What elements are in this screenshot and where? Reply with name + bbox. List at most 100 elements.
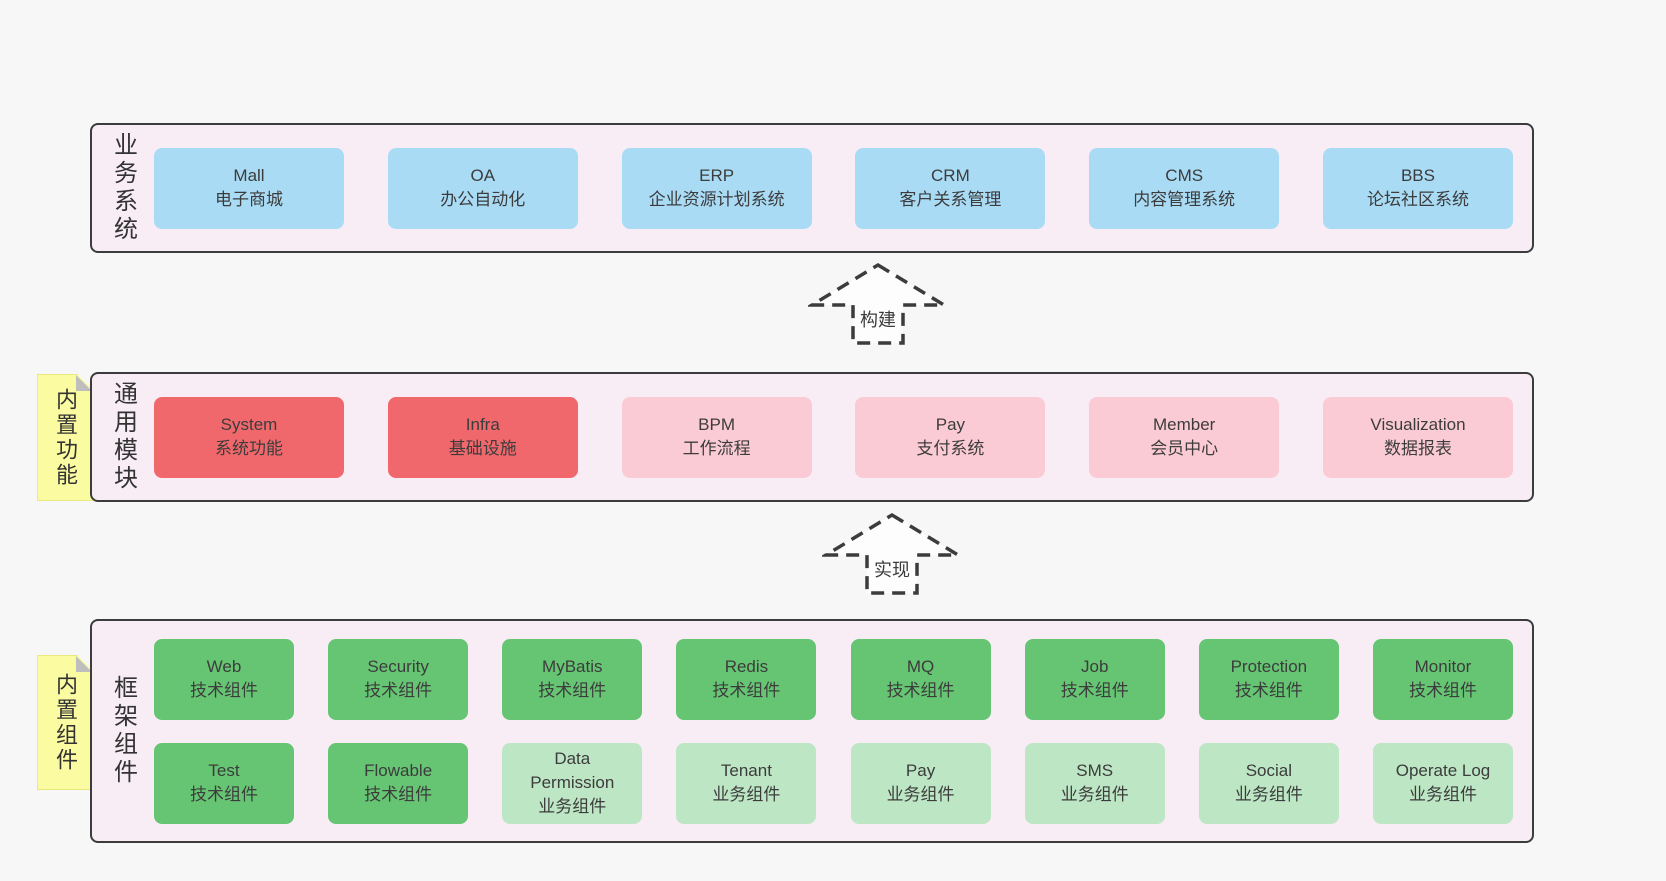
- band-label-framework-components: 框架组件: [109, 675, 137, 787]
- box-subtitle: 技术组件: [190, 681, 258, 700]
- band-label-column: 通用模块: [92, 374, 154, 500]
- band-business-systems: 业务系统 Mall 电子商城 OA 办公自动化 ERP 企业资源计划系统: [37, 123, 1534, 253]
- box-subtitle: 内容管理系统: [1133, 190, 1236, 209]
- box-test: Test 技术组件: [154, 742, 294, 824]
- box-social: Social 业务组件: [1198, 742, 1339, 824]
- box-title: Security: [367, 657, 429, 676]
- box-tenant: Tenant 业务组件: [676, 742, 817, 824]
- box-flowable: Flowable 技术组件: [328, 742, 469, 824]
- box-member: Member 会员中心: [1089, 396, 1280, 478]
- box-bbs: BBS 论坛社区系统: [1322, 147, 1513, 229]
- box-subtitle: 技术组件: [1408, 681, 1477, 700]
- implement-arrow-label: 实现: [874, 560, 910, 580]
- build-arrow-label: 构建: [860, 310, 896, 330]
- box-subtitle: 业务组件: [1234, 785, 1303, 804]
- box-bpm: BPM 工作流程: [621, 396, 812, 478]
- box-subtitle: 支付系统: [916, 439, 985, 458]
- box-title: Redis: [724, 657, 769, 676]
- box-subtitle: 技术组件: [712, 681, 781, 700]
- box-subtitle: 业务组件: [1060, 785, 1129, 804]
- business-systems-container: 业务系统 Mall 电子商城 OA 办公自动化 ERP 企业资源计划系统: [90, 123, 1534, 253]
- box-subtitle: 办公自动化: [440, 190, 526, 209]
- band-label-business-systems: 业务系统: [109, 132, 137, 244]
- box-crm: CRM 客户关系管理: [855, 147, 1046, 229]
- box-subtitle: 技术组件: [364, 681, 433, 700]
- box-subtitle: 技术组件: [886, 681, 955, 700]
- box-subtitle: 基础设施: [448, 439, 517, 458]
- box-security: Security 技术组件: [328, 638, 469, 720]
- box-subtitle: 技术组件: [190, 785, 258, 804]
- box-mybatis: MyBatis 技术组件: [502, 638, 643, 720]
- box-subtitle: 业务组件: [538, 797, 607, 816]
- box-mall: Mall 电子商城: [154, 147, 344, 229]
- box-subtitle: 论坛社区系统: [1366, 190, 1469, 209]
- box-redis: Redis 技术组件: [676, 638, 817, 720]
- framework-components-container: 框架组件 Web 技术组件 Security 技术组件 MyBatis 技术组件: [90, 619, 1534, 843]
- box-subtitle: 业务组件: [886, 785, 955, 804]
- box-web: Web 技术组件: [154, 638, 294, 720]
- box-subtitle: 数据报表: [1383, 439, 1452, 458]
- box-subtitle: 工作流程: [682, 439, 751, 458]
- box-oa: OA 办公自动化: [387, 147, 578, 229]
- box-title: Monitor: [1414, 657, 1472, 676]
- band-label-column: 框架组件: [92, 621, 154, 841]
- sticky-note-built-in-components: 内置组件: [37, 655, 93, 790]
- common-modules-row: System 系统功能 Infra 基础设施 BPM 工作流程 Pay 支付系统: [154, 396, 1513, 478]
- box-subtitle: 系统功能: [215, 439, 283, 458]
- box-subtitle: 技术组件: [1060, 681, 1129, 700]
- box-title: CMS: [1165, 166, 1204, 185]
- box-title: System: [220, 415, 278, 434]
- box-subtitle: 客户关系管理: [899, 190, 1002, 209]
- box-title: Pay: [935, 415, 966, 434]
- box-title: BPM: [698, 415, 736, 434]
- band-framework-components: 内置组件 框架组件 Web 技术组件 Security 技术组件 MyBa: [37, 619, 1534, 843]
- box-cms: CMS 内容管理系统: [1089, 147, 1280, 229]
- box-title: Mall: [233, 166, 265, 185]
- sticky-label: 内置功能: [53, 387, 78, 488]
- box-subtitle: 企业资源计划系统: [648, 190, 785, 209]
- box-title: Pay: [905, 761, 936, 780]
- box-title: Web: [206, 657, 242, 676]
- box-subtitle: 会员中心: [1150, 439, 1219, 458]
- box-monitor: Monitor 技术组件: [1372, 638, 1513, 720]
- box-pay-biz: Pay 业务组件: [850, 742, 991, 824]
- band-label-column: 业务系统: [92, 125, 154, 251]
- box-title: Member: [1153, 415, 1216, 434]
- box-title: Infra: [465, 415, 500, 434]
- band-label-common-modules: 通用模块: [109, 381, 137, 493]
- box-subtitle: 技术组件: [1234, 681, 1303, 700]
- box-operate-log: Operate Log 业务组件: [1372, 742, 1513, 824]
- sticky-note-built-in-features: 内置功能: [37, 374, 93, 501]
- build-arrow-icon: 构建: [808, 262, 948, 345]
- box-subtitle: 业务组件: [1408, 785, 1477, 804]
- box-system: System 系统功能: [154, 396, 344, 478]
- common-modules-container: 通用模块 System 系统功能 Infra 基础设施 BPM 工作流程: [90, 372, 1534, 502]
- box-title: Data Permission: [530, 749, 615, 792]
- implement-arrow-icon: 实现: [822, 512, 962, 595]
- box-title: Test: [208, 761, 240, 780]
- box-visualization: Visualization 数据报表: [1322, 396, 1513, 478]
- box-protection: Protection 技术组件: [1198, 638, 1339, 720]
- box-subtitle: 技术组件: [364, 785, 433, 804]
- box-title: Operate Log: [1395, 761, 1491, 780]
- framework-row-1: Web 技术组件 Security 技术组件 MyBatis 技术组件 Redi…: [154, 638, 1513, 720]
- box-title: OA: [470, 166, 496, 185]
- box-title: Visualization: [1370, 415, 1466, 434]
- box-sms: SMS 业务组件: [1024, 742, 1165, 824]
- band-common-modules: 内置功能 通用模块 System 系统功能 Infra 基础设施 BPM: [37, 372, 1534, 502]
- box-title: Tenant: [720, 761, 772, 780]
- box-data-permission: Data Permission 业务组件: [502, 742, 643, 824]
- box-subtitle: 电子商城: [215, 190, 283, 209]
- box-title: MyBatis: [542, 657, 603, 676]
- sticky-label: 内置组件: [53, 672, 78, 773]
- box-pay: Pay 支付系统: [855, 396, 1046, 478]
- box-title: ERP: [699, 166, 735, 185]
- box-title: CRM: [931, 166, 970, 185]
- box-erp: ERP 企业资源计划系统: [621, 147, 812, 229]
- box-infra: Infra 基础设施: [387, 396, 578, 478]
- business-systems-row: Mall 电子商城 OA 办公自动化 ERP 企业资源计划系统 CRM 客户关系…: [154, 147, 1513, 229]
- box-title: Protection: [1230, 657, 1308, 676]
- framework-row-2: Test 技术组件 Flowable 技术组件 Data Permission …: [154, 742, 1513, 824]
- box-mq: MQ 技术组件: [850, 638, 991, 720]
